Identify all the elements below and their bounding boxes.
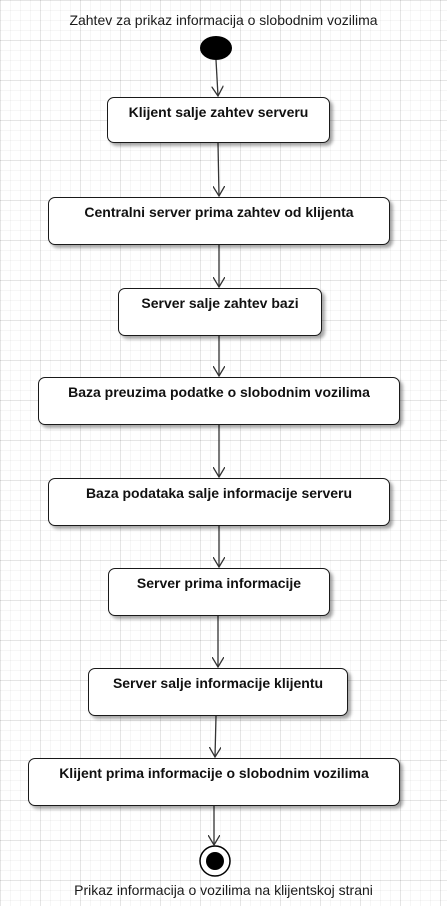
action-node[interactable]: Server prima informacije [108, 568, 330, 616]
action-node[interactable]: Baza podataka salje informacije serveru [48, 478, 390, 526]
start-caption: Zahtev za prikaz informacija o slobodnim… [69, 12, 378, 28]
action-node[interactable]: Server salje informacije klijentu [88, 668, 348, 716]
edges-group [214, 59, 219, 845]
flow-arrow [216, 59, 218, 96]
end-caption: Prikaz informacija o vozilima na klijent… [74, 882, 373, 898]
action-node[interactable]: Klijent prima informacije o slobodnim vo… [28, 758, 400, 806]
action-node[interactable]: Centralni server prima zahtev od klijent… [48, 197, 390, 245]
final-node [199, 845, 231, 877]
action-node[interactable]: Server salje zahtev bazi [118, 288, 322, 336]
initial-node [200, 36, 232, 60]
flow-arrow [218, 142, 219, 196]
flow-arrow [215, 715, 216, 757]
action-node[interactable]: Klijent salje zahtev serveru [107, 97, 330, 143]
action-node[interactable]: Baza preuzima podatke o slobodnim vozili… [38, 377, 400, 425]
